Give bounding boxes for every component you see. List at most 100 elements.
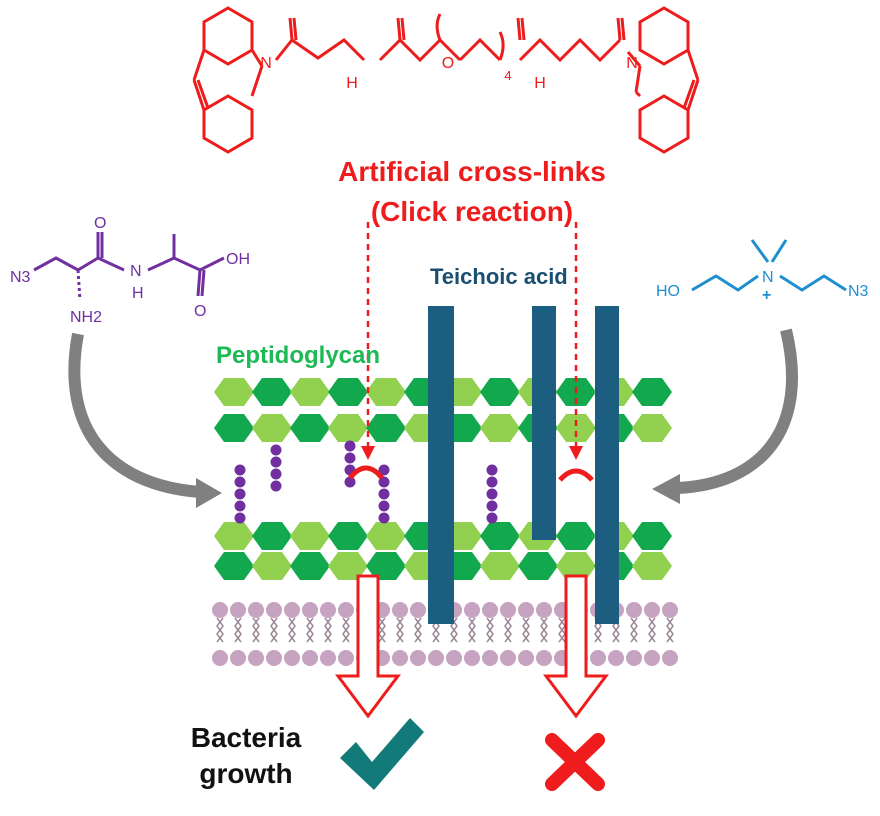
- amino-acid-bead: [378, 500, 390, 512]
- atom-h-left: H: [346, 75, 358, 92]
- atom-n-left: N: [260, 55, 272, 72]
- amino-acid-bead: [234, 500, 246, 512]
- lipid-tail: [414, 617, 422, 643]
- peptidoglycan-sugar-hexagon: [556, 414, 596, 442]
- crosslink-title-line1: Artificial cross-links: [338, 156, 606, 187]
- amino-acid-bead: [344, 440, 356, 452]
- lipid-head: [536, 602, 552, 618]
- atom-o-acid: O: [194, 303, 206, 320]
- peptidoglycan-sugar-hexagon: [480, 414, 520, 442]
- lipid-head: [518, 602, 534, 618]
- lipid-tail: [666, 617, 674, 643]
- peptidoglycan-sugar-hexagon: [366, 414, 406, 442]
- amino-acid-bead: [270, 456, 282, 468]
- atom-ether-o: O: [442, 55, 454, 72]
- amino-acid-bead: [378, 464, 390, 476]
- lipid-tail: [504, 617, 512, 643]
- lipid-tail: [270, 617, 278, 643]
- lipid-head: [482, 602, 498, 618]
- lipid-head: [428, 650, 444, 666]
- lipid-head: [464, 650, 480, 666]
- lipid-head: [230, 602, 246, 618]
- lipid-head: [644, 650, 660, 666]
- peptide-stems: [234, 440, 498, 524]
- lipid-head: [392, 650, 408, 666]
- lipid-head: [338, 602, 354, 618]
- peptidoglycan-sugar-hexagon: [214, 414, 254, 442]
- atom-oh: OH: [226, 251, 250, 268]
- lipid-head: [662, 650, 678, 666]
- left-incorporation-arrow: [68, 332, 201, 498]
- teichoic-acid-bar: [428, 306, 454, 624]
- dbco-crosslinker-molecule: [192, 6, 700, 154]
- right-incorporation-arrow: [675, 328, 799, 494]
- peptidoglycan-sugar-hexagon: [328, 378, 368, 406]
- peptidoglycan-sugar-hexagon: [252, 378, 292, 406]
- lipid-tail: [324, 617, 332, 643]
- lipid-tail: [522, 617, 530, 643]
- lipid-tail: [540, 617, 548, 643]
- crosslink-pointer-right-head: [569, 446, 583, 460]
- peptidoglycan-sugar-hexagon: [252, 552, 292, 580]
- lipid-head: [626, 602, 642, 618]
- peptidoglycan-sugar-hexagon: [290, 552, 330, 580]
- lipid-tail: [234, 617, 242, 643]
- cross-icon: [545, 733, 605, 791]
- amino-acid-bead: [270, 480, 282, 492]
- lipid-head: [500, 650, 516, 666]
- peptidoglycan-sugar-hexagon: [328, 552, 368, 580]
- lipid-head: [212, 650, 228, 666]
- lipid-head: [212, 602, 228, 618]
- peptidoglycan-sugar-hexagon: [366, 378, 406, 406]
- lipid-head: [410, 650, 426, 666]
- atom-ho: HO: [656, 283, 680, 300]
- amino-acid-bead: [234, 476, 246, 488]
- outcome-arrow-left: [335, 574, 401, 719]
- lipid-head: [248, 602, 264, 618]
- atom-n-right: N: [626, 55, 638, 72]
- lipid-head: [482, 650, 498, 666]
- peptidoglycan-sugar-hexagon: [252, 522, 292, 550]
- lipid-head: [644, 602, 660, 618]
- amino-acid-bead: [234, 464, 246, 476]
- atom-n-plus: N: [762, 269, 774, 286]
- bacteria-growth-label: Bacteria growth: [166, 720, 326, 792]
- peptidoglycan-sugar-hexagon: [252, 414, 292, 442]
- lipid-tail: [342, 617, 350, 643]
- lipid-tail: [252, 617, 260, 643]
- lipid-head: [500, 602, 516, 618]
- peptidoglycan-sugar-hexagon: [328, 414, 368, 442]
- lipid-tail: [378, 617, 386, 643]
- amino-acid-bead: [234, 488, 246, 500]
- lipid-head: [266, 602, 282, 618]
- atom-nh2: NH2: [70, 309, 102, 326]
- peptidoglycan-sugar-hexagon: [632, 552, 672, 580]
- lipid-head: [518, 650, 534, 666]
- amino-acid-bead: [486, 500, 498, 512]
- lipid-head: [284, 650, 300, 666]
- peptidoglycan-sugar-hexagon: [556, 552, 596, 580]
- lipid-tail: [648, 617, 656, 643]
- atom-n3-right: N3: [848, 283, 869, 300]
- peptidoglycan-sugar-hexagon: [328, 522, 368, 550]
- outcome-arrow-right: [543, 574, 609, 719]
- atom-n3-left: N3: [10, 269, 31, 286]
- lipid-head: [266, 650, 282, 666]
- amino-acid-bead: [344, 476, 356, 488]
- amino-acid-bead: [378, 488, 390, 500]
- lipid-head: [608, 650, 624, 666]
- lipid-tail: [630, 617, 638, 643]
- lipid-head: [284, 602, 300, 618]
- amino-acid-bead: [486, 476, 498, 488]
- lipid-head: [536, 650, 552, 666]
- crosslink-arc: [558, 468, 594, 482]
- peptidoglycan-sugar-hexagon: [214, 552, 254, 580]
- peptidoglycan-sugar-hexagon: [480, 522, 520, 550]
- lipid-head: [302, 602, 318, 618]
- crosslink-title-line2: (Click reaction): [370, 196, 574, 227]
- lipid-head: [464, 602, 480, 618]
- teichoic-acid-bar: [595, 306, 619, 624]
- right-arrow-head: [652, 474, 680, 504]
- lipid-tail: [396, 617, 404, 643]
- growth-line1: Bacteria: [190, 722, 302, 753]
